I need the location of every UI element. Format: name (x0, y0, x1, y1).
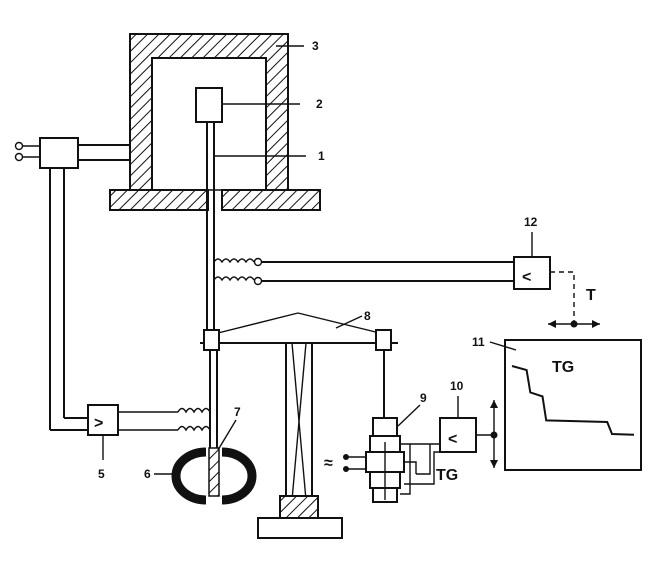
label-3: 3 (312, 39, 319, 53)
t-switch-arrow (548, 320, 600, 328)
control-loop-wires (49, 168, 88, 431)
balance-pillar (257, 342, 343, 539)
thermocouple-coil-lower (213, 276, 263, 286)
label-6: 6 (144, 467, 151, 481)
label-8: 8 (364, 309, 371, 323)
amplifier-10-symbol: < (448, 431, 457, 448)
coil-lower-5 (177, 425, 211, 432)
suspension-rod (206, 122, 215, 330)
label-t: T (586, 287, 596, 304)
amplifier-5-symbol: > (94, 415, 103, 432)
recorder-tg-label: TG (552, 359, 574, 376)
furnace-controller (39, 137, 79, 169)
amp-tg-label: TG (436, 467, 458, 484)
beam-hanger-left (203, 329, 220, 351)
sample (195, 87, 223, 123)
beam-hanger-right (375, 329, 392, 351)
label-1: 1 (318, 149, 325, 163)
tg-switch-arrow (476, 400, 498, 468)
power-supply-terminals (14, 141, 40, 162)
label-5: 5 (98, 467, 105, 481)
amplifier-12-symbol: < (522, 269, 531, 286)
recorder-11 (504, 339, 642, 471)
damper-magnet-6 (171, 447, 257, 505)
recorder-trace (511, 365, 635, 436)
label-2: 2 (316, 97, 323, 111)
transducer-9 (365, 417, 417, 503)
amplifier-12 (513, 256, 551, 290)
label-9: 9 (420, 391, 427, 405)
label-10: 10 (450, 379, 464, 393)
label-11: 11 (472, 335, 485, 349)
lower-rod (209, 350, 218, 450)
label-7: 7 (234, 405, 241, 419)
damper-plate-7 (208, 447, 220, 497)
thermocouple-coil-upper (213, 257, 263, 267)
amplifier-10 (439, 417, 477, 453)
label-12: 12 (524, 215, 538, 229)
dashed-link-t (550, 271, 575, 324)
ac-supply-symbol: ≈ (324, 455, 333, 472)
furnace-base-plate (109, 189, 321, 211)
coil-upper-5 (177, 407, 211, 414)
amplifier-5 (87, 404, 119, 436)
ac-supply: ≈ (324, 454, 366, 472)
